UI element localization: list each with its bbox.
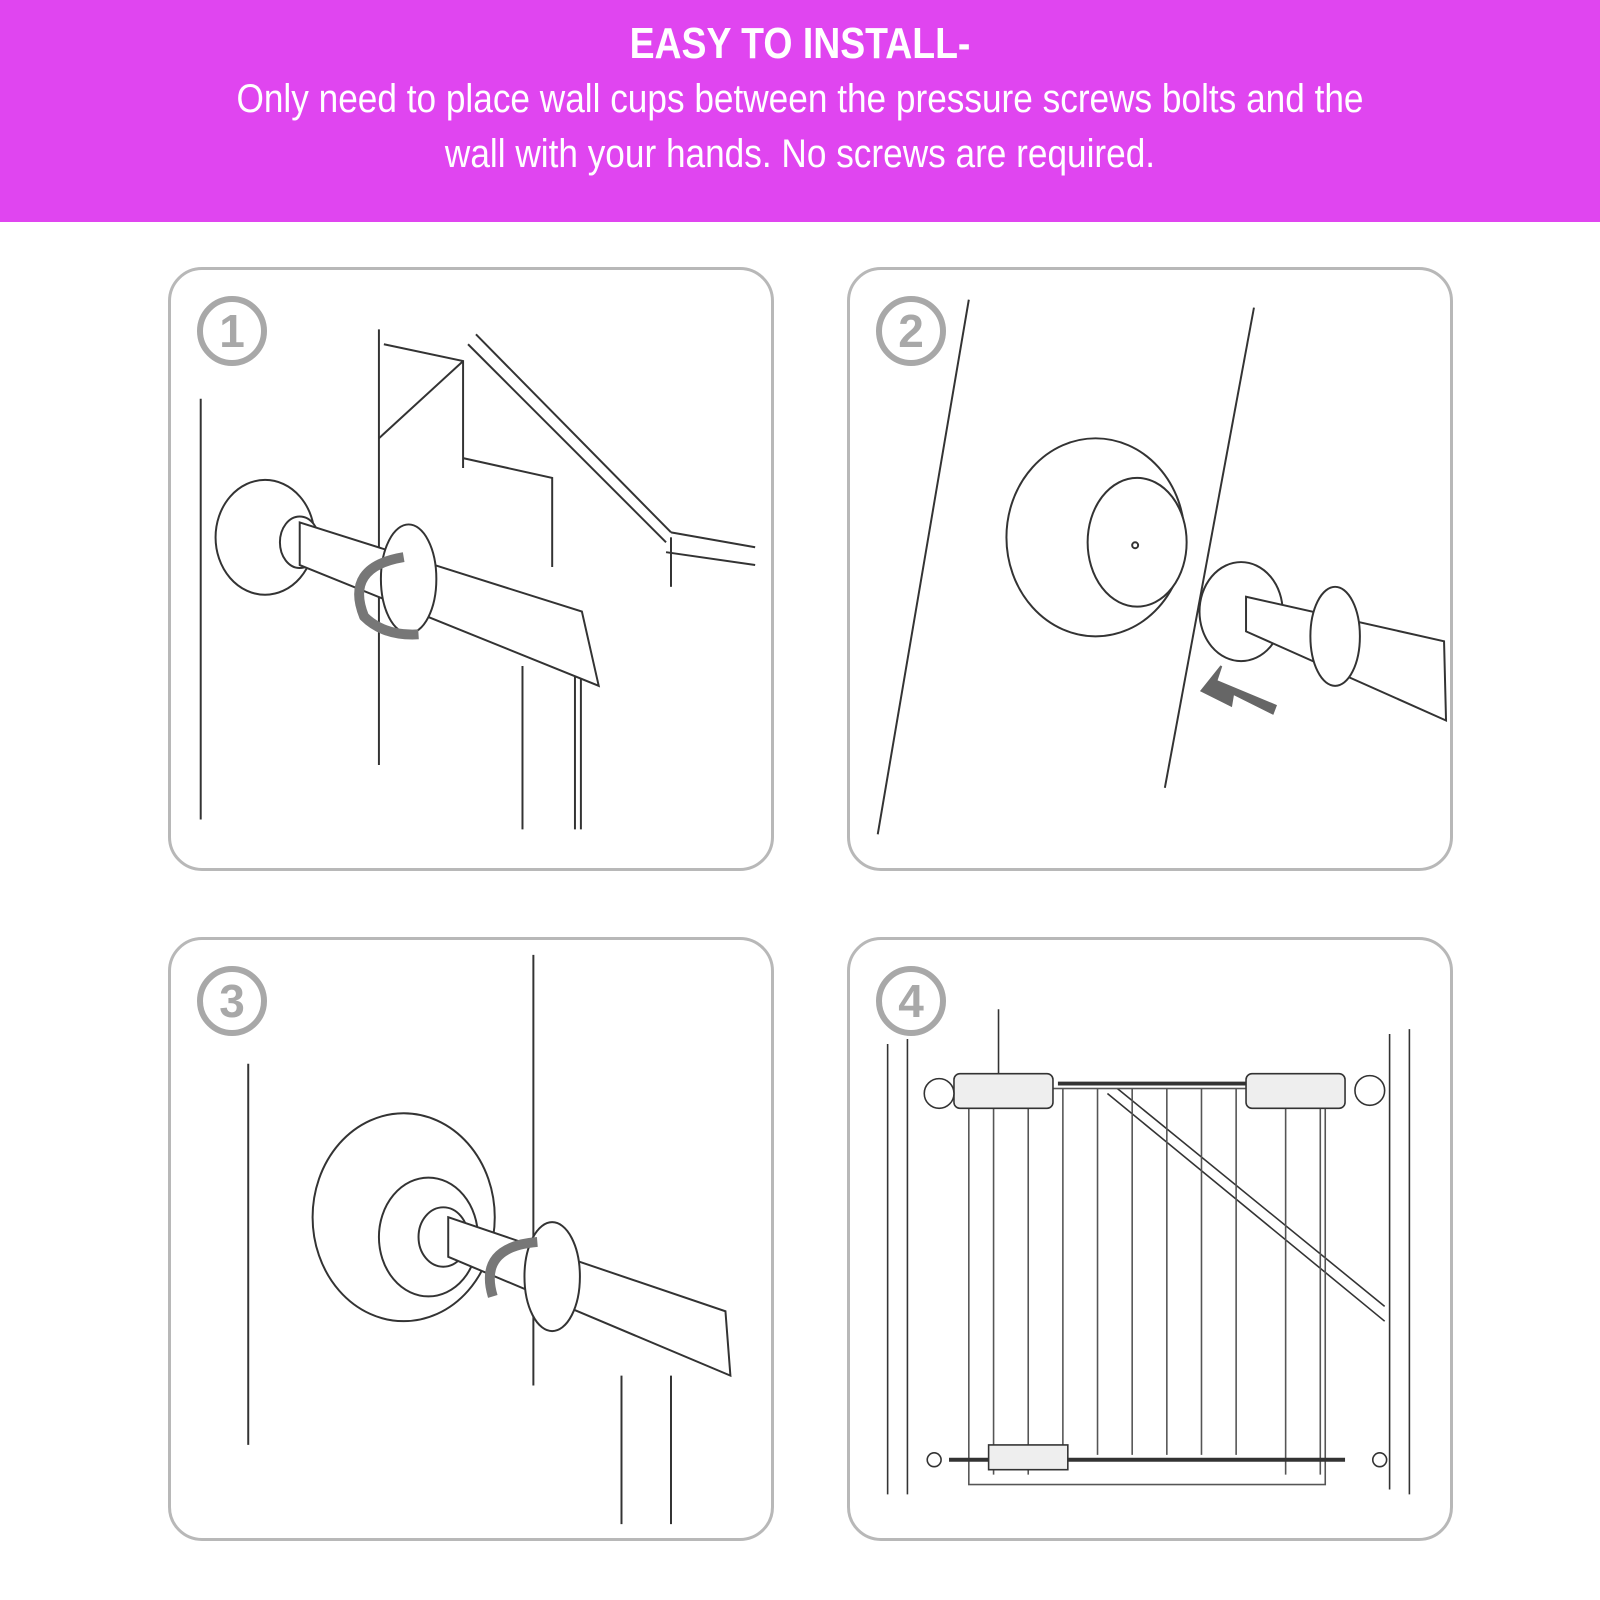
step-number-badge: 3 xyxy=(197,966,267,1036)
step-number-badge: 4 xyxy=(876,966,946,1036)
step-3-panel: 3 xyxy=(168,937,774,1541)
header-banner: EASY TO INSTALL- Only need to place wall… xyxy=(0,0,1600,222)
step-4-illustration xyxy=(886,1009,1411,1495)
step-4-panel: 4 xyxy=(847,937,1453,1541)
description-line-1: Only need to place wall cups between the… xyxy=(236,77,1364,121)
step-2-illustration xyxy=(876,299,1448,835)
step-number-badge: 2 xyxy=(876,296,946,366)
step-2-panel: 2 xyxy=(847,267,1453,871)
step-number-badge: 1 xyxy=(197,296,267,366)
header-description: Only need to place wall cups between the… xyxy=(96,72,1504,182)
description-line-2: wall with your hands. No screws are requ… xyxy=(444,132,1156,176)
step-1-illustration xyxy=(199,329,756,830)
step-1-panel: 1 xyxy=(168,267,774,871)
step-3-illustration xyxy=(247,954,732,1525)
header-title: EASY TO INSTALL- xyxy=(629,19,971,68)
